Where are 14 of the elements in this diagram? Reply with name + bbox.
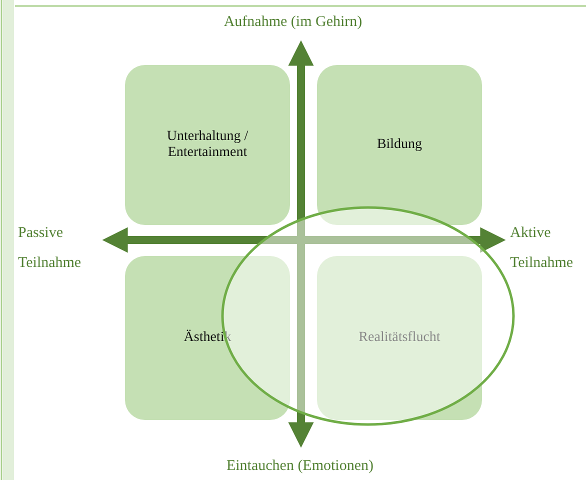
- quadrant-label: Unterhaltung / Entertainment: [166, 128, 250, 162]
- axis-arrow: [288, 40, 314, 448]
- axis-label: Aktive Teilnahme: [510, 218, 586, 278]
- quadrant-box: [125, 65, 290, 225]
- quadrant-label: Bildung: [376, 136, 424, 154]
- quadrant-label: Ästhetik: [182, 330, 232, 346]
- axis-label: Aufnahme (im Gehirn): [218, 8, 368, 36]
- quadrant-label: Realitätsflucht: [358, 330, 442, 346]
- axis-label: Passive Teilnahme: [18, 218, 98, 278]
- quadrant-box: [125, 256, 290, 420]
- axis-label: Eintauchen (Emotionen): [210, 452, 390, 480]
- quadrant-box: [317, 256, 482, 420]
- axis-arrow: [102, 227, 506, 253]
- quadrant-box: [317, 65, 482, 225]
